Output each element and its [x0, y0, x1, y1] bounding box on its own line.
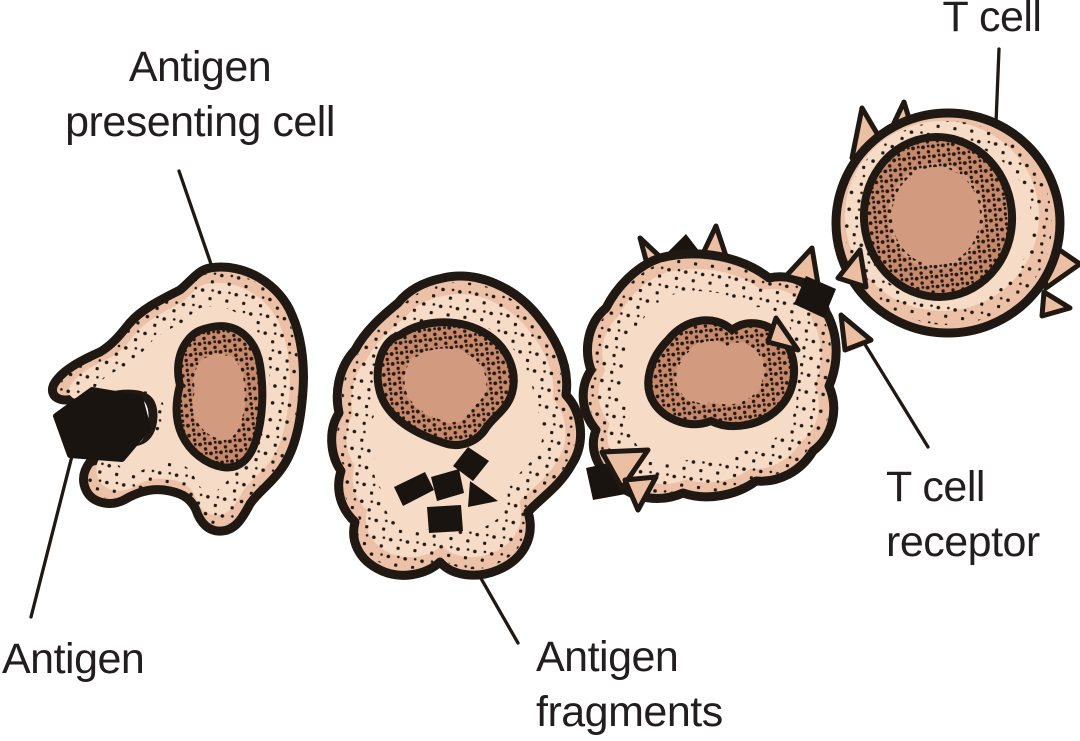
antigen-fragment: [427, 505, 463, 533]
receptor-spike: [599, 447, 651, 491]
label-antigen: Antigen: [2, 635, 145, 683]
antigen-fragment: [431, 469, 464, 501]
t-cell-nucleus-stipple: [860, 132, 1020, 304]
antigen-fragments-group: [394, 447, 498, 533]
t-cell-receptor-spike: [838, 312, 874, 353]
antigen-presenting-cell-stage-3: [570, 223, 850, 513]
t-cell-receptor-junction: [765, 245, 874, 353]
cell2-nucleus-stipple: [370, 312, 520, 462]
label-antigen-presenting-cell: Antigen presenting cell: [65, 43, 335, 146]
receptor-spike: [783, 245, 821, 287]
antigen-fragment: [468, 481, 498, 507]
t-cell-receptor-spike: [835, 247, 869, 290]
presented-fragment-bottom-left: [586, 447, 659, 513]
receptor-spike: [622, 474, 659, 513]
antigen-presenting-cell-stage-2: [320, 265, 595, 585]
leader-line-t-cell-receptor: [856, 331, 930, 449]
receptor-spike: [765, 315, 801, 353]
label-t-cell: T cell: [942, 0, 1042, 41]
label-antigen-fragments: Antigen fragments: [536, 633, 723, 736]
antigen-shape: [53, 387, 151, 462]
cell1-nucleus-stipple: [165, 320, 270, 475]
bound-antigen-fragment: [794, 276, 836, 318]
antigen-fragment: [453, 447, 489, 481]
t-cell: [830, 99, 1080, 345]
antigen-presenting-cell-stage-1: [45, 258, 315, 543]
label-t-cell-receptor: T cell receptor: [886, 463, 1040, 566]
leader-line-antigen-presenting-cell: [177, 169, 213, 266]
antigen-fragment: [394, 472, 434, 506]
